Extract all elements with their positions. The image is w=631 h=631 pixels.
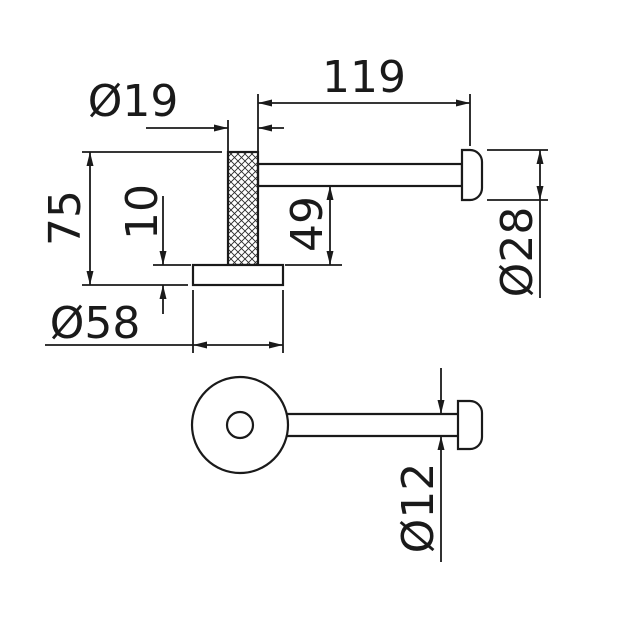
- dimension-arm-length: 119: [257, 52, 471, 151]
- dim-label-base-diameter: Ø58: [50, 298, 141, 349]
- dim-label-arm-length: 119: [322, 52, 406, 103]
- dimension-post-diameter: Ø19: [88, 76, 284, 151]
- side-view: [191, 148, 484, 287]
- dimension-cap-diameter: Ø28: [487, 149, 548, 298]
- end-cap-plan: [456, 399, 484, 451]
- dim-label-cap-diameter: Ø28: [492, 207, 543, 298]
- dim-label-post-diameter: Ø19: [88, 76, 179, 127]
- holder-arm: [256, 162, 464, 188]
- end-cap: [460, 148, 484, 202]
- mount-post: [226, 150, 260, 267]
- dimension-arm-height: 49: [282, 186, 342, 266]
- dimension-base-thickness: 10: [117, 184, 191, 314]
- dim-label-base-thickness: 10: [117, 184, 168, 240]
- dim-label-overall-height: 75: [40, 190, 91, 246]
- dimension-bar-diameter: Ø12: [393, 368, 445, 562]
- dimension-base-diameter: Ø58: [45, 290, 284, 353]
- dim-label-bar-diameter: Ø12: [393, 463, 444, 554]
- dimension-overall-height: 75: [40, 151, 222, 286]
- plan-view: [190, 375, 484, 475]
- base-plate: [191, 263, 285, 287]
- post-circle: [225, 410, 255, 440]
- dim-label-arm-height: 49: [282, 196, 333, 252]
